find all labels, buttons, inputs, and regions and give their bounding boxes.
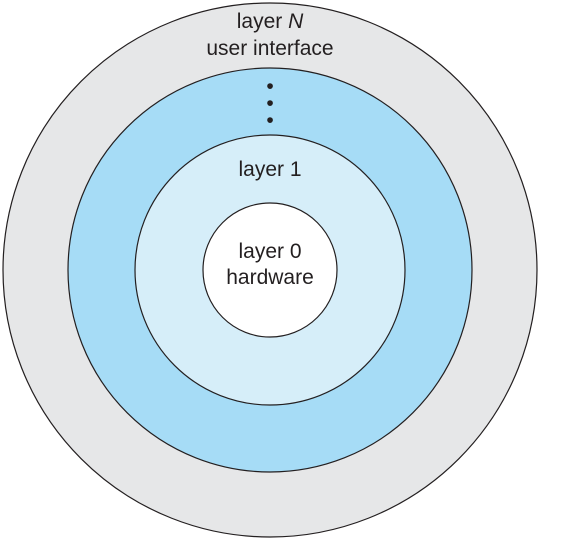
layer-0-circle [202,202,338,338]
layer-1-label: layer 1 [238,158,301,181]
ellipsis-dot-2: • [266,92,273,115]
outer-layer-subtitle: user interface [206,37,333,60]
ellipsis-dot-3: • [266,109,273,132]
outer-layer-title-prefix: layer [237,10,288,33]
layer-0-subtitle: hardware [226,266,314,289]
layer-0-title: layer 0 [238,240,301,263]
outer-layer-title-variable: N [288,10,304,33]
outer-layer-title: layer N [237,10,304,33]
ellipsis-dot-1: • [266,75,273,98]
